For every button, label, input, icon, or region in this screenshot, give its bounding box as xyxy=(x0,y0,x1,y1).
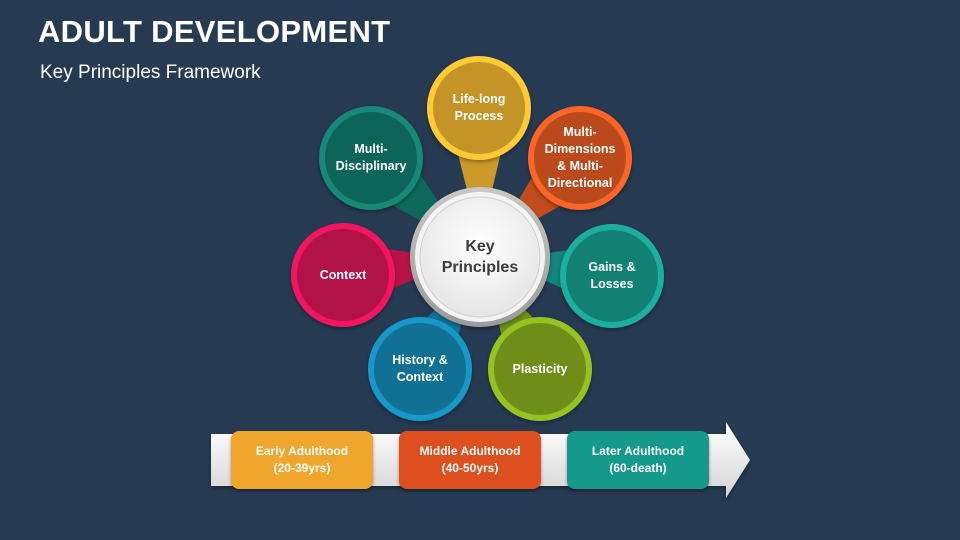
petal-inner-disc xyxy=(297,229,389,321)
center-hub xyxy=(410,187,550,327)
petal-inner-disc xyxy=(374,323,466,415)
petal-inner-disc xyxy=(494,323,586,415)
timeline-stage: Early Adulthood (20-39yrs) xyxy=(231,431,373,489)
petal-inner-disc xyxy=(534,112,626,204)
principle-petals xyxy=(291,56,664,421)
center-disc xyxy=(419,196,541,318)
petal-inner-disc xyxy=(325,112,417,204)
petal-inner-disc xyxy=(566,230,658,322)
slide-title: ADULT DEVELOPMENT xyxy=(38,14,391,49)
slide-subtitle: Key Principles Framework xyxy=(40,62,261,83)
timeline-stage: Later Adulthood (60-death) xyxy=(567,431,709,489)
timeline-stage: Middle Adulthood (40-50yrs) xyxy=(399,431,541,489)
petal-inner-disc xyxy=(433,62,525,154)
